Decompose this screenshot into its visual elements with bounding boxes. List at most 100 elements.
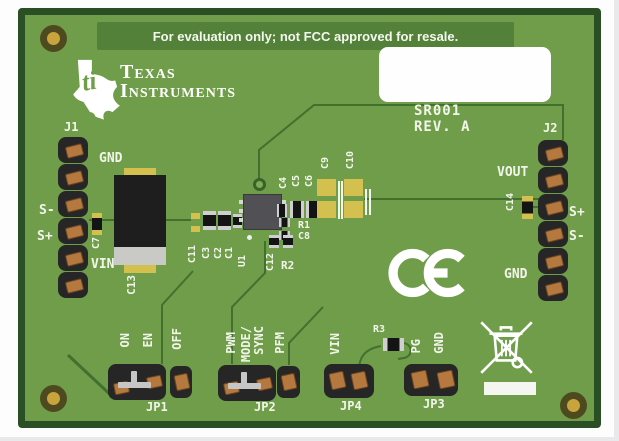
component-c2 bbox=[218, 211, 231, 230]
j1-pin-2 bbox=[58, 164, 88, 190]
jp1-pin-off bbox=[170, 366, 192, 398]
silk-jp2-sync: SYNC bbox=[252, 326, 266, 355]
pad-c11-bottom bbox=[191, 226, 200, 232]
ti-texas-bug-icon: ti bbox=[73, 59, 120, 120]
j2-pin-5 bbox=[538, 248, 568, 274]
component-c6 bbox=[306, 201, 320, 218]
component-r2 bbox=[283, 235, 293, 248]
silk-cap-bar bbox=[365, 189, 367, 215]
silk-j1-s-minus: S- bbox=[39, 203, 55, 218]
silk-c6: C6 bbox=[304, 175, 315, 188]
jp2-pin-pfm-contact bbox=[280, 372, 298, 392]
component-u1 bbox=[239, 194, 286, 230]
component-r1 bbox=[279, 218, 290, 227]
silk-c7: C7 bbox=[91, 237, 102, 250]
jp2-shunt-clip-stub bbox=[241, 372, 247, 385]
silk-c4: C4 bbox=[278, 177, 289, 190]
component-c3 bbox=[203, 211, 216, 230]
pad-c13-top bbox=[124, 168, 156, 176]
u1-pin1-dot bbox=[247, 235, 252, 240]
silk-j1-gnd: GND bbox=[99, 151, 123, 166]
jumper-jp3 bbox=[404, 364, 458, 396]
silk-cap-bar bbox=[338, 181, 340, 219]
silk-j2-s-plus: S+ bbox=[569, 205, 585, 220]
component-c13 bbox=[114, 175, 166, 265]
via bbox=[253, 178, 266, 191]
silk-jp3: JP3 bbox=[423, 397, 445, 411]
logo-word-texas: Texas bbox=[120, 61, 176, 83]
silk-c12: C12 bbox=[265, 253, 276, 272]
evaluation-banner: For evaluation only; not FCC approved fo… bbox=[97, 22, 514, 50]
silk-j1-s-plus: S+ bbox=[37, 229, 53, 244]
silk-r1: R1 bbox=[298, 220, 311, 231]
silk-jp2-pfm: PFM bbox=[273, 332, 287, 354]
component-c14 bbox=[522, 196, 533, 219]
connector-j2 bbox=[538, 140, 568, 301]
component-c5 bbox=[290, 201, 304, 218]
silk-r3: R3 bbox=[373, 324, 386, 335]
silk-jp3-pg: PG bbox=[409, 339, 423, 354]
j1-pin-3 bbox=[58, 191, 88, 217]
pad-c10-bottom bbox=[344, 201, 363, 218]
silk-c8: C8 bbox=[298, 231, 311, 242]
mounting-hole-bottom-left bbox=[40, 385, 67, 412]
component-c12 bbox=[269, 235, 279, 248]
silk-jp2-pwm: PWM bbox=[224, 332, 238, 354]
silk-jp3-gnd: GND bbox=[432, 332, 446, 354]
silk-c1: C1 bbox=[224, 247, 235, 260]
silk-c13: C13 bbox=[125, 275, 138, 295]
silk-u1: U1 bbox=[237, 255, 248, 268]
silk-c3: C3 bbox=[201, 247, 212, 260]
jumper-jp2-shunt-body bbox=[218, 365, 276, 401]
j2-pin-4 bbox=[538, 221, 568, 247]
silk-c11: C11 bbox=[187, 245, 198, 264]
jp1-shunt-clip-stub bbox=[131, 371, 137, 384]
jp1-shunt-clip bbox=[118, 382, 151, 388]
j2-pin-2 bbox=[538, 167, 568, 193]
component-c1 bbox=[233, 214, 242, 228]
jp4-pin-1 bbox=[328, 370, 347, 391]
board-model: SR001 bbox=[414, 103, 462, 119]
j2-pin-3 bbox=[538, 194, 568, 220]
jp1-pin-off-contact bbox=[173, 372, 191, 392]
silk-jp1-off: OFF bbox=[170, 328, 184, 350]
weee-date-bar bbox=[484, 382, 536, 395]
pad-c9-top bbox=[317, 179, 336, 196]
jumper-jp4 bbox=[324, 364, 374, 398]
blank-label-sticker bbox=[379, 47, 551, 102]
silk-j1-vin: VIN bbox=[91, 257, 115, 272]
j2-pin-1 bbox=[538, 140, 568, 166]
svg-text:ti: ti bbox=[79, 66, 99, 97]
silk-jp4: JP4 bbox=[340, 399, 362, 413]
ti-logo-text: Texas Instruments bbox=[120, 62, 236, 101]
silk-c5: C5 bbox=[291, 175, 302, 188]
component-c7 bbox=[92, 213, 102, 235]
j2-pin-6 bbox=[538, 275, 568, 301]
silk-cap-bar bbox=[341, 181, 343, 219]
silk-r2: R2 bbox=[281, 259, 295, 272]
silk-c2: C2 bbox=[213, 247, 224, 260]
silk-j1: J1 bbox=[64, 120, 79, 134]
pad-c10-top bbox=[344, 179, 363, 196]
j1-pin-5 bbox=[58, 245, 88, 271]
pcb-board: For evaluation only; not FCC approved fo… bbox=[18, 8, 601, 428]
j1-pin-6 bbox=[58, 272, 88, 298]
silk-jp1-en: EN bbox=[141, 333, 155, 348]
jp4-pin-2 bbox=[350, 370, 369, 391]
jp3-pin-pg bbox=[410, 369, 430, 390]
silk-jp1-on: ON bbox=[118, 333, 132, 348]
ce-mark-icon bbox=[388, 248, 465, 298]
silk-c10: C10 bbox=[345, 151, 356, 170]
silk-jp1: JP1 bbox=[146, 400, 168, 414]
board-revision: REV. A bbox=[414, 119, 471, 135]
pad-c11-top bbox=[191, 213, 200, 219]
mounting-hole-top-left bbox=[40, 25, 67, 52]
silk-jp4-vin: VIN bbox=[328, 333, 342, 355]
logo-word-instruments: Instruments bbox=[120, 80, 237, 102]
j1-pin-4 bbox=[58, 218, 88, 244]
pad-c13-bottom bbox=[124, 265, 156, 273]
jp2-shunt-clip bbox=[228, 383, 261, 389]
connector-j1 bbox=[58, 137, 88, 298]
jumper-jp1-shunt-body bbox=[108, 364, 166, 400]
